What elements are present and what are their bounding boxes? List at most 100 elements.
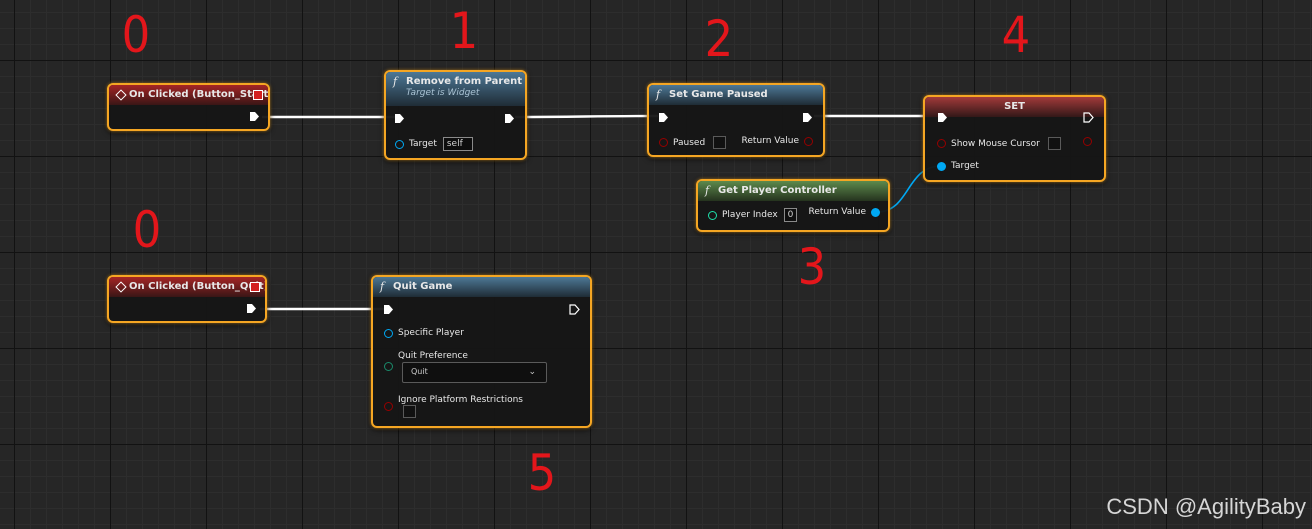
dropdown-value: Quit	[411, 367, 428, 376]
ignore-platform-pin[interactable]	[384, 402, 393, 411]
return-value-pin[interactable]: Return Value	[809, 207, 880, 217]
node-header: f Get Player Controller	[698, 181, 888, 201]
exec-out-pin[interactable]	[1083, 112, 1094, 123]
annotation-number: 5	[527, 444, 557, 502]
pin-label: Target	[951, 161, 979, 171]
ignore-platform-label: Ignore Platform Restrictions	[398, 395, 523, 405]
node-header: On Clicked (Button_Start)	[109, 85, 268, 105]
node-title: SET	[1004, 101, 1025, 112]
pin-label: Paused	[673, 137, 706, 148]
delegate-icon[interactable]	[253, 90, 263, 100]
exec-pin-icon	[249, 111, 260, 122]
function-icon: f	[705, 184, 710, 197]
node-set-show-mouse-cursor[interactable]: SET Show Mouse Cursor Target	[923, 95, 1106, 182]
node-title: On Clicked (Button_Start)	[129, 89, 268, 100]
show-mouse-cursor-pin[interactable]: Show Mouse Cursor	[937, 137, 1061, 150]
target-pin[interactable]: Target	[937, 161, 979, 171]
pin-label: Return Value	[808, 207, 866, 217]
exec-pin-icon	[394, 113, 405, 124]
object-pin-icon	[384, 328, 393, 338]
bool-pin-icon	[1083, 137, 1092, 146]
player-index-pin[interactable]: Player Index 0	[708, 208, 798, 222]
function-icon: f	[380, 280, 385, 293]
exec-pin-icon	[1083, 112, 1094, 123]
pin-label: Return Value	[741, 136, 799, 146]
node-title: Set Game Paused	[669, 89, 768, 100]
int-pin-icon	[708, 210, 717, 220]
function-icon: f	[393, 75, 398, 88]
node-title: Quit Game	[393, 281, 453, 292]
node-header: f Remove from Parent Target is Widget	[386, 72, 525, 106]
node-set-game-paused[interactable]: f Set Game Paused Paused Return Value	[647, 83, 825, 157]
delegate-icon[interactable]	[250, 282, 260, 292]
event-icon	[115, 89, 127, 101]
node-subtitle: Target is Widget	[406, 88, 480, 98]
exec-pin-icon	[658, 112, 669, 123]
show-mouse-cursor-checkbox[interactable]	[1047, 137, 1061, 150]
ignore-platform-checkbox[interactable]	[403, 405, 416, 418]
paused-checkbox[interactable]	[713, 136, 727, 149]
node-on-clicked-start[interactable]: On Clicked (Button_Start)	[107, 83, 270, 131]
annotation-number: 3	[797, 238, 827, 296]
paused-pin[interactable]: Paused	[659, 136, 727, 149]
node-title: Get Player Controller	[718, 185, 837, 196]
exec-pin-icon	[802, 112, 813, 123]
annotation-number: 1	[449, 2, 479, 60]
exec-pin-icon	[569, 304, 580, 315]
show-mouse-cursor-out-pin[interactable]	[1083, 137, 1092, 146]
target-pin[interactable]: Target self	[395, 137, 473, 151]
pin-label: Player Index	[722, 210, 778, 220]
node-header: f Quit Game	[373, 277, 590, 297]
player-index-box[interactable]: 0	[783, 208, 798, 222]
annotation-number: 4	[1001, 6, 1031, 64]
pin-label: Target	[409, 139, 437, 149]
exec-pin-icon	[504, 113, 515, 124]
return-value-pin[interactable]: Return Value	[742, 136, 813, 146]
pin-label: Show Mouse Cursor	[951, 138, 1040, 149]
chevron-down-icon: ⌄	[528, 367, 536, 377]
node-quit-game[interactable]: f Quit Game Specific Player Quit Prefere…	[371, 275, 592, 428]
exec-out-pin[interactable]	[802, 112, 813, 123]
exec-out-pin[interactable]	[504, 113, 515, 124]
bool-pin-icon	[384, 402, 393, 411]
exec-in-pin[interactable]	[394, 113, 405, 124]
pin-label: Specific Player	[398, 328, 464, 338]
object-pin-icon	[395, 139, 404, 149]
exec-pin-icon	[937, 112, 948, 123]
node-header: f Set Game Paused	[649, 85, 823, 105]
node-header: SET	[925, 97, 1104, 117]
node-title: Remove from Parent	[406, 76, 523, 87]
object-pin-icon	[871, 207, 880, 217]
exec-out-pin[interactable]	[246, 303, 257, 314]
node-on-clicked-quit[interactable]: On Clicked (Button_Quit)	[107, 275, 267, 323]
annotation-number: 2	[704, 10, 734, 68]
event-icon	[115, 281, 127, 293]
target-value-box[interactable]: self	[442, 137, 473, 151]
node-remove-from-parent[interactable]: f Remove from Parent Target is Widget Ta…	[384, 70, 527, 160]
specific-player-pin[interactable]: Specific Player	[384, 328, 464, 338]
quit-preference-dropdown[interactable]: Quit ⌄	[402, 362, 547, 383]
bool-pin-icon	[804, 136, 813, 146]
node-header: On Clicked (Button_Quit)	[109, 277, 265, 297]
exec-in-pin[interactable]	[937, 112, 948, 123]
exec-out-pin[interactable]	[569, 304, 580, 315]
quit-preference-pin[interactable]	[384, 362, 393, 371]
function-icon: f	[656, 88, 661, 101]
bool-pin-icon	[937, 139, 946, 148]
quit-preference-label: Quit Preference	[398, 351, 468, 361]
node-title: On Clicked (Button_Quit)	[129, 281, 265, 292]
exec-pin-icon	[246, 303, 257, 314]
exec-pin-icon	[383, 304, 394, 315]
node-get-player-controller[interactable]: f Get Player Controller Player Index 0 R…	[696, 179, 890, 232]
bool-pin-icon	[659, 138, 668, 147]
annotation-number: 0	[121, 6, 151, 64]
exec-in-pin[interactable]	[383, 304, 394, 315]
watermark: CSDN @AgilityBaby	[1106, 494, 1306, 519]
exec-in-pin[interactable]	[658, 112, 669, 123]
object-pin-icon	[937, 161, 946, 171]
exec-wire-remove-to-paused	[514, 114, 659, 119]
enum-pin-icon	[384, 362, 393, 371]
exec-out-pin[interactable]	[249, 111, 260, 122]
annotation-number: 0	[132, 201, 162, 259]
